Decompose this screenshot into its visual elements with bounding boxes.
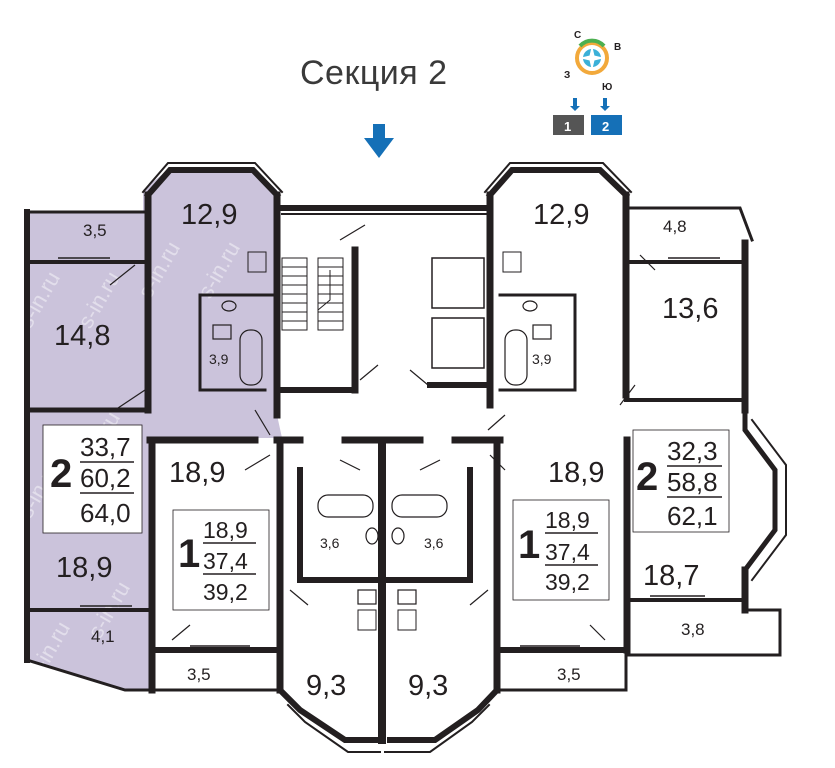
area-a2-balcony: 3,5 (187, 665, 211, 684)
svg-text:64,0: 64,0 (80, 498, 131, 528)
windows (58, 257, 720, 651)
area-a4-balcony-bottom: 3,8 (681, 620, 705, 639)
svg-text:1: 1 (518, 523, 540, 567)
area-a2-bath: 3,6 (320, 535, 340, 551)
svg-text:2: 2 (636, 455, 658, 499)
apartment-info-2[interactable]: 1 18,9 37,4 39,2 (172, 509, 270, 611)
svg-text:32,3: 32,3 (667, 436, 718, 466)
section-badge-2[interactable]: 2 (591, 98, 622, 135)
area-a3-kitchen: 9,3 (408, 670, 448, 702)
area-a3-balcony: 3,5 (557, 665, 581, 684)
svg-text:18,9: 18,9 (545, 507, 590, 533)
svg-text:62,1: 62,1 (667, 501, 718, 531)
area-a4-room-small: 13,6 (662, 293, 718, 325)
apartment-info-1[interactable]: 2 33,7 60,2 64,0 (42, 424, 143, 534)
walls (24, 162, 787, 753)
stoves (247, 251, 522, 631)
elevators (431, 257, 485, 369)
doors (109, 224, 656, 641)
svg-text:В: В (614, 42, 621, 53)
bathroom-fixtures (212, 300, 552, 605)
area-a1-kitchen: 12,9 (181, 199, 237, 231)
room-area-labels: 3,5 14,8 18,9 4,1 12,9 3,9 18,9 3,5 9,3 … (54, 199, 718, 702)
svg-text:З: З (564, 70, 570, 81)
area-a1-balcony-bottom: 4,1 (91, 627, 115, 646)
svg-text:1: 1 (178, 532, 200, 576)
svg-text:39,2: 39,2 (545, 569, 590, 595)
area-a4-bath: 3,9 (532, 351, 552, 367)
svg-text:18,9: 18,9 (203, 517, 248, 543)
entrance-arrow-icon (364, 124, 394, 158)
area-a4-kitchen: 12,9 (533, 199, 589, 231)
section-badge-1[interactable]: 1 (553, 98, 584, 135)
svg-text:37,4: 37,4 (545, 539, 590, 565)
svg-text:Ю: Ю (602, 82, 612, 93)
svg-text:2: 2 (602, 119, 609, 134)
area-a1-balcony-top: 3,5 (83, 221, 107, 240)
apartment-info-3[interactable]: 1 18,9 37,4 39,2 (512, 499, 610, 601)
area-a2-room: 18,9 (169, 457, 225, 489)
area-a3-bath: 3,6 (424, 535, 444, 551)
area-a1-room-small: 14,8 (54, 320, 110, 352)
svg-text:60,2: 60,2 (80, 463, 131, 493)
section-badges: 1 2 (553, 98, 622, 135)
apartment-info-4[interactable]: 2 32,3 58,8 62,1 (632, 429, 730, 533)
area-a3-room: 18,9 (548, 457, 604, 489)
svg-text:33,7: 33,7 (80, 432, 131, 462)
area-a4-room-large: 18,7 (643, 560, 699, 592)
svg-text:37,4: 37,4 (203, 548, 248, 574)
area-a4-balcony-top: 4,8 (663, 217, 687, 236)
svg-text:1: 1 (564, 119, 571, 134)
area-a2-kitchen: 9,3 (306, 670, 346, 702)
svg-text:39,2: 39,2 (203, 579, 248, 605)
svg-text:С: С (574, 30, 581, 41)
area-a1-room-large: 18,9 (56, 552, 112, 584)
staircase (281, 257, 344, 331)
highlighted-apartment[interactable]: s-in.ru s-in.ru s-in.ru s-in.ru s-in.ru … (13, 168, 282, 690)
compass-icon: С В З Ю (564, 30, 621, 93)
section-title: Секция 2 (300, 54, 448, 92)
svg-text:2: 2 (50, 452, 72, 496)
svg-text:58,8: 58,8 (667, 467, 718, 497)
area-a1-bath: 3,9 (209, 351, 229, 367)
